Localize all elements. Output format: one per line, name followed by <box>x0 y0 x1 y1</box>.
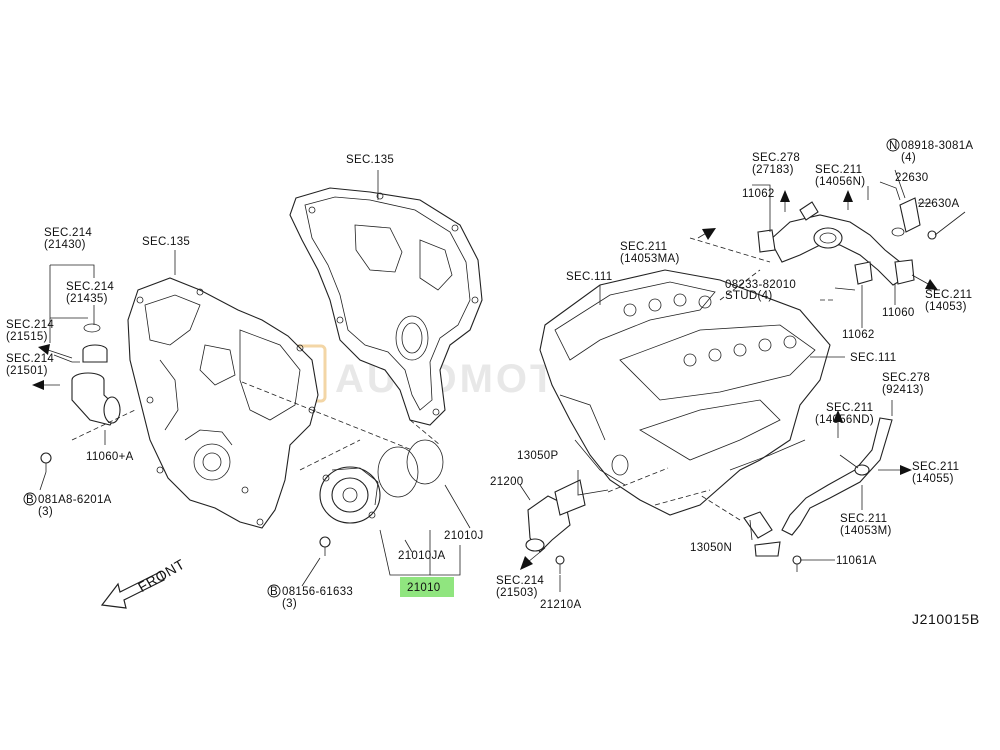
label-08918: 08918-3081A <box>901 140 973 152</box>
label-sec211-14056n: SEC.211 <box>815 164 862 176</box>
label-27183: (27183) <box>752 164 794 176</box>
label-21010j: 21010J <box>444 530 484 542</box>
label-sec211-14055: SEC.211 <box>912 461 959 473</box>
label-08156-qty: (3) <box>282 598 297 610</box>
label-08156: 08156-61633 <box>282 586 353 598</box>
water-pump <box>319 466 381 556</box>
timing-cover-front <box>127 277 319 529</box>
label-b-circle-2: B <box>270 586 278 598</box>
label-n-circle: N <box>889 140 898 152</box>
label-sec211-14056nd: SEC.211 <box>826 402 873 414</box>
label-21435: (21435) <box>66 293 108 305</box>
water-pipe-upper <box>757 197 937 286</box>
label-11060a: 11060+A <box>86 451 134 463</box>
label-11062-top: 11062 <box>742 188 775 200</box>
label-081a8-qty: (3) <box>38 506 53 518</box>
label-92413: (92413) <box>882 384 924 396</box>
label-sec111-top: SEC.111 <box>566 271 612 283</box>
label-sec214-21430: SEC.214 <box>44 227 92 239</box>
label-081a8: 081A8-6201A <box>38 494 112 506</box>
label-21200: 21200 <box>490 476 523 488</box>
label-sec214-21515: SEC.214 <box>6 319 54 331</box>
label-11061a: 11061A <box>836 555 877 567</box>
label-sec211-14053: SEC.211 <box>925 289 972 301</box>
engine-block <box>539 269 831 516</box>
label-13050p: 13050P <box>517 450 558 462</box>
label-sec214-21503: SEC.214 <box>496 575 544 587</box>
label-22630: 22630 <box>895 172 928 184</box>
label-stud: STUD(4) <box>725 290 772 302</box>
label-21501: (21501) <box>6 365 48 377</box>
label-21210a: 21210A <box>540 599 581 611</box>
assembly-dashes <box>71 237 835 521</box>
part-labels: SEC.214 (21430) SEC.214 (21435) SEC.214 … <box>6 138 980 627</box>
water-outlet-left <box>40 323 121 472</box>
thermostat-housing <box>525 479 586 574</box>
timing-cover-rear <box>289 187 483 426</box>
label-sec211-14053m: SEC.211 <box>840 513 887 525</box>
label-sec135-left: SEC.135 <box>142 236 190 248</box>
label-sec111-right: SEC.111 <box>850 352 896 364</box>
highlight-21010 <box>400 577 454 597</box>
label-14056n: (14056N) <box>815 176 865 188</box>
label-21503: (21503) <box>496 587 538 599</box>
label-11060: 11060 <box>882 307 915 319</box>
front-label: FRONT <box>135 556 187 595</box>
label-sec214-21435: SEC.214 <box>66 281 114 293</box>
label-sec135-mid: SEC.135 <box>346 154 394 166</box>
label-11062-bottom: 11062 <box>842 329 875 341</box>
label-13050n: 13050N <box>690 542 732 554</box>
label-sec214-21501: SEC.214 <box>6 353 54 365</box>
label-14055: (14055) <box>912 473 954 485</box>
direction-arrows <box>32 190 938 570</box>
label-b-circle-1: B <box>26 494 34 506</box>
label-21515: (21515) <box>6 331 48 343</box>
label-14053: (14053) <box>925 301 967 313</box>
water-pump-gaskets <box>377 439 444 498</box>
label-22630a: 22630A <box>918 198 959 210</box>
label-21010[interactable]: 21010 <box>407 582 440 594</box>
leader-lines <box>39 169 966 592</box>
label-sec278-27183: SEC.278 <box>752 152 800 164</box>
label-08233: 08233-82010 <box>725 279 796 291</box>
water-pipe-lower <box>743 417 893 572</box>
label-08918-qty: (4) <box>901 152 916 164</box>
label-21430: (21430) <box>44 239 86 251</box>
label-14056nd: (14056ND) <box>815 414 874 426</box>
diagram-id: J210015B <box>912 611 980 627</box>
front-arrow: FRONT <box>100 556 188 609</box>
label-sec278-92413: SEC.278 <box>882 372 930 384</box>
label-14053ma: (14053MA) <box>620 253 680 265</box>
label-14053m: (14053M) <box>840 525 892 537</box>
label-sec211-14053ma: SEC.211 <box>620 241 667 253</box>
label-21010ja: 21010JA <box>398 550 446 562</box>
